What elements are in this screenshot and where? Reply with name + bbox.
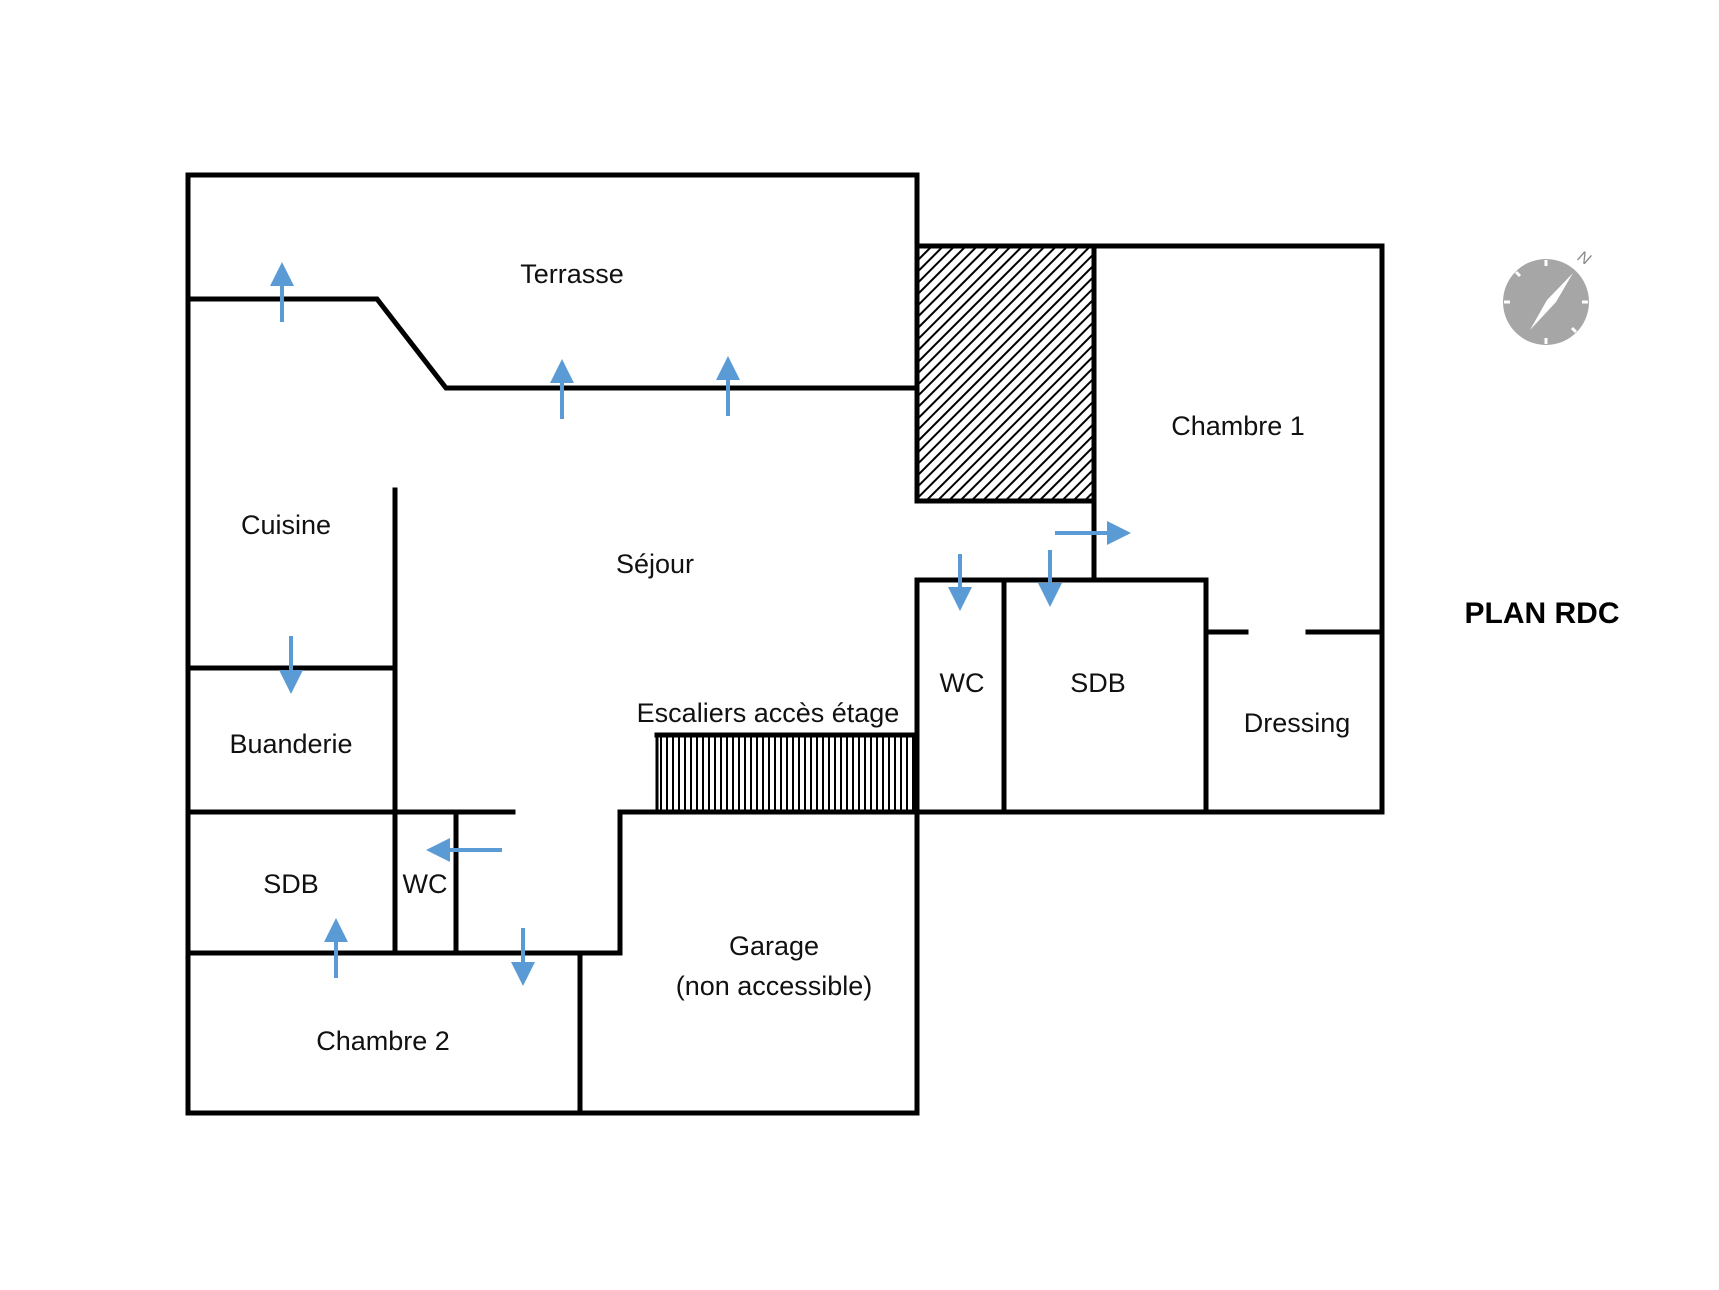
plan-title: PLAN RDC	[1465, 597, 1620, 630]
compass-north-label: N	[1574, 248, 1593, 269]
room-label-chambre-1: Chambre 1	[1171, 411, 1305, 441]
room-label-sdb-east: SDB	[1070, 668, 1126, 698]
door-arrows	[270, 262, 1131, 986]
compass-icon: N	[1503, 248, 1593, 345]
room-label-garage-note: (non accessible)	[676, 971, 873, 1001]
room-label-buanderie: Buanderie	[229, 729, 352, 759]
stairs	[655, 733, 916, 814]
room-label-sdb-west: SDB	[263, 869, 319, 899]
room-label-garage: Garage	[729, 931, 819, 961]
room-label-dressing: Dressing	[1244, 708, 1351, 738]
room-label-escaliers: Escaliers accès étage	[637, 698, 900, 728]
room-label-cuisine: Cuisine	[241, 510, 331, 540]
room-label-sejour: Séjour	[616, 549, 694, 579]
hatched-block	[917, 246, 1094, 501]
room-label-wc-west: WC	[403, 869, 448, 899]
room-label-chambre-2: Chambre 2	[316, 1026, 450, 1056]
room-label-wc-east: WC	[940, 668, 985, 698]
room-label-terrasse: Terrasse	[520, 259, 624, 289]
